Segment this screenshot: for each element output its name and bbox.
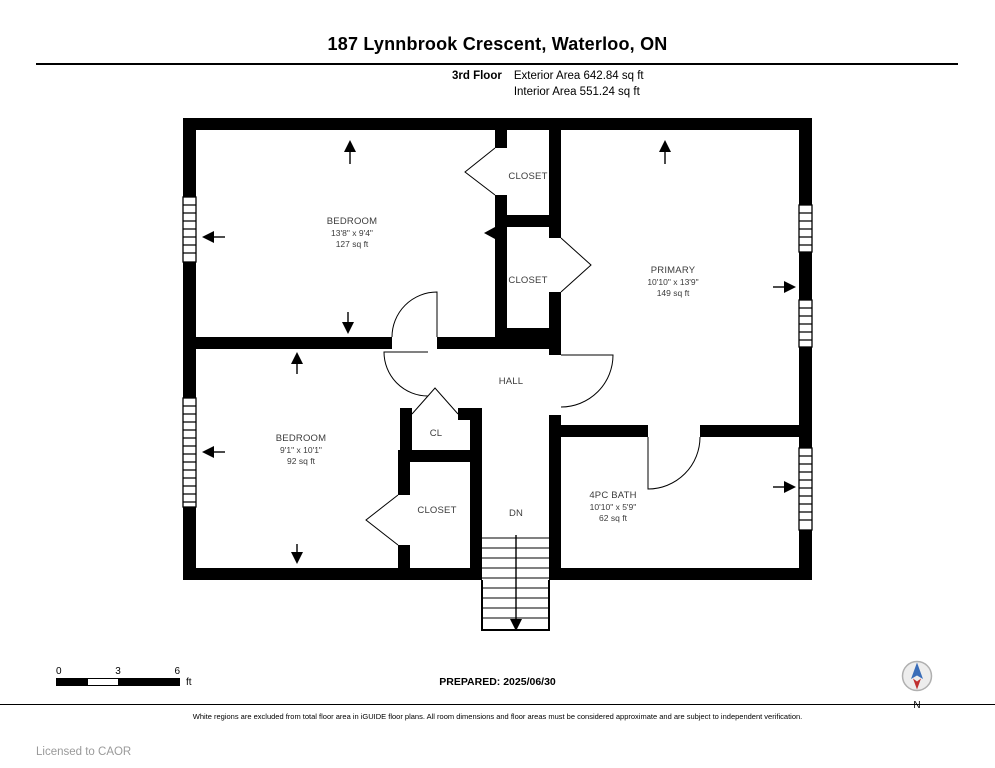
room-area: 149 sq ft — [656, 288, 690, 299]
room-dims: 13'8" x 9'4" — [331, 228, 373, 239]
room-name: CLOSET — [508, 274, 548, 286]
room-name: HALL — [498, 375, 524, 387]
page-title: 187 Lynnbrook Crescent, Waterloo, ON — [327, 34, 668, 54]
room-label-bedroom-bottom: BEDROOM 9'1" x 10'1" 92 sq ft — [276, 433, 327, 467]
window — [182, 397, 197, 508]
room-label-closet-bottom: CLOSET — [417, 505, 456, 517]
room-name: BEDROOM — [275, 432, 327, 444]
compass: N — [900, 660, 934, 711]
header-divider — [36, 63, 958, 65]
arrow-left-icon — [202, 446, 225, 458]
interior-area: Interior Area 551.24 sq ft — [513, 85, 640, 98]
room-label-cl: CL — [430, 428, 443, 440]
room-label-primary: PRIMARY 10'10" x 13'9" 149 sq ft — [647, 265, 698, 299]
room-label-hall: HALL — [499, 376, 524, 388]
area-summary: Exterior Area 642.84 sq ft Interior Area… — [514, 69, 644, 100]
scale-numbers: 0 3 6 — [56, 666, 180, 678]
prepared-date: PREPARED: 2025/06/30 — [439, 676, 556, 688]
room-label-closet-middle: CLOSET — [508, 275, 547, 287]
compass-north-label: N — [913, 700, 921, 711]
room-name: CLOSET — [508, 170, 548, 182]
room-label-bath: 4PC BATH 10'10" x 5'9" 62 sq ft — [589, 490, 636, 524]
arrow-left-icon — [484, 227, 504, 239]
floor-label: 3rd Floor — [452, 70, 502, 82]
license-text: Licensed to CAOR — [36, 746, 132, 758]
door-closet-middle — [560, 237, 592, 293]
door-closet-top — [464, 147, 496, 196]
door-cl — [411, 387, 459, 415]
door-bottom-bedroom — [383, 351, 429, 397]
stairs — [481, 535, 550, 631]
door-top-bedroom — [391, 291, 438, 338]
room-label-bedroom-top: BEDROOM 13'8" x 9'4" 127 sq ft — [327, 216, 378, 250]
room-name: CLOSET — [417, 504, 457, 516]
floor-info: 3rd Floor Exterior Area 642.84 sq ft Int… — [452, 69, 644, 100]
walls — [183, 118, 812, 580]
scale-segment — [118, 679, 179, 685]
footer-divider — [0, 704, 995, 705]
arrow-left-icon — [202, 231, 225, 243]
compass-icon — [901, 660, 933, 692]
room-name: BEDROOM — [326, 215, 378, 227]
room-name: DN — [508, 507, 524, 519]
disclaimer-text: White regions are excluded from total fl… — [192, 712, 803, 721]
scale-track — [56, 678, 180, 686]
exterior-area: Exterior Area 642.84 sq ft — [513, 70, 644, 82]
arrow-down-icon — [291, 544, 303, 564]
scale-segment — [87, 679, 118, 685]
arrow-up-icon — [344, 140, 356, 164]
door-primary — [560, 354, 614, 408]
room-dims: 9'1" x 10'1" — [280, 445, 322, 456]
room-name: CL — [429, 427, 443, 439]
room-name: 4PC BATH — [589, 489, 637, 501]
scale-tick-6: 6 — [174, 666, 180, 677]
scale-tick-0: 0 — [56, 666, 62, 677]
room-name: PRIMARY — [650, 264, 696, 276]
room-area: 127 sq ft — [335, 239, 369, 250]
direction-arrows — [202, 140, 796, 564]
door-closet-bottom — [365, 494, 399, 546]
room-label-stairs-dn: DN — [509, 508, 523, 520]
door-swings — [365, 147, 701, 546]
door-bath — [647, 436, 701, 490]
room-dims: 10'10" x 13'9" — [647, 277, 699, 288]
scale-unit: ft — [186, 677, 192, 688]
stairs-down-arrow — [510, 619, 522, 631]
room-area: 62 sq ft — [599, 513, 627, 524]
room-label-closet-top: CLOSET — [508, 171, 547, 183]
scale-segment — [57, 679, 88, 685]
arrow-down-icon — [342, 312, 354, 334]
arrow-right-icon — [773, 481, 796, 493]
room-dims: 10'10" x 5'9" — [589, 502, 637, 513]
room-area: 92 sq ft — [287, 456, 315, 467]
window — [798, 447, 813, 531]
windows — [182, 196, 813, 531]
scale-bar: 0 3 6 ft — [56, 666, 192, 688]
arrow-up-icon — [291, 352, 303, 374]
arrow-up-icon — [659, 140, 671, 164]
scale-tick-3: 3 — [115, 666, 121, 677]
arrow-right-icon — [773, 281, 796, 293]
